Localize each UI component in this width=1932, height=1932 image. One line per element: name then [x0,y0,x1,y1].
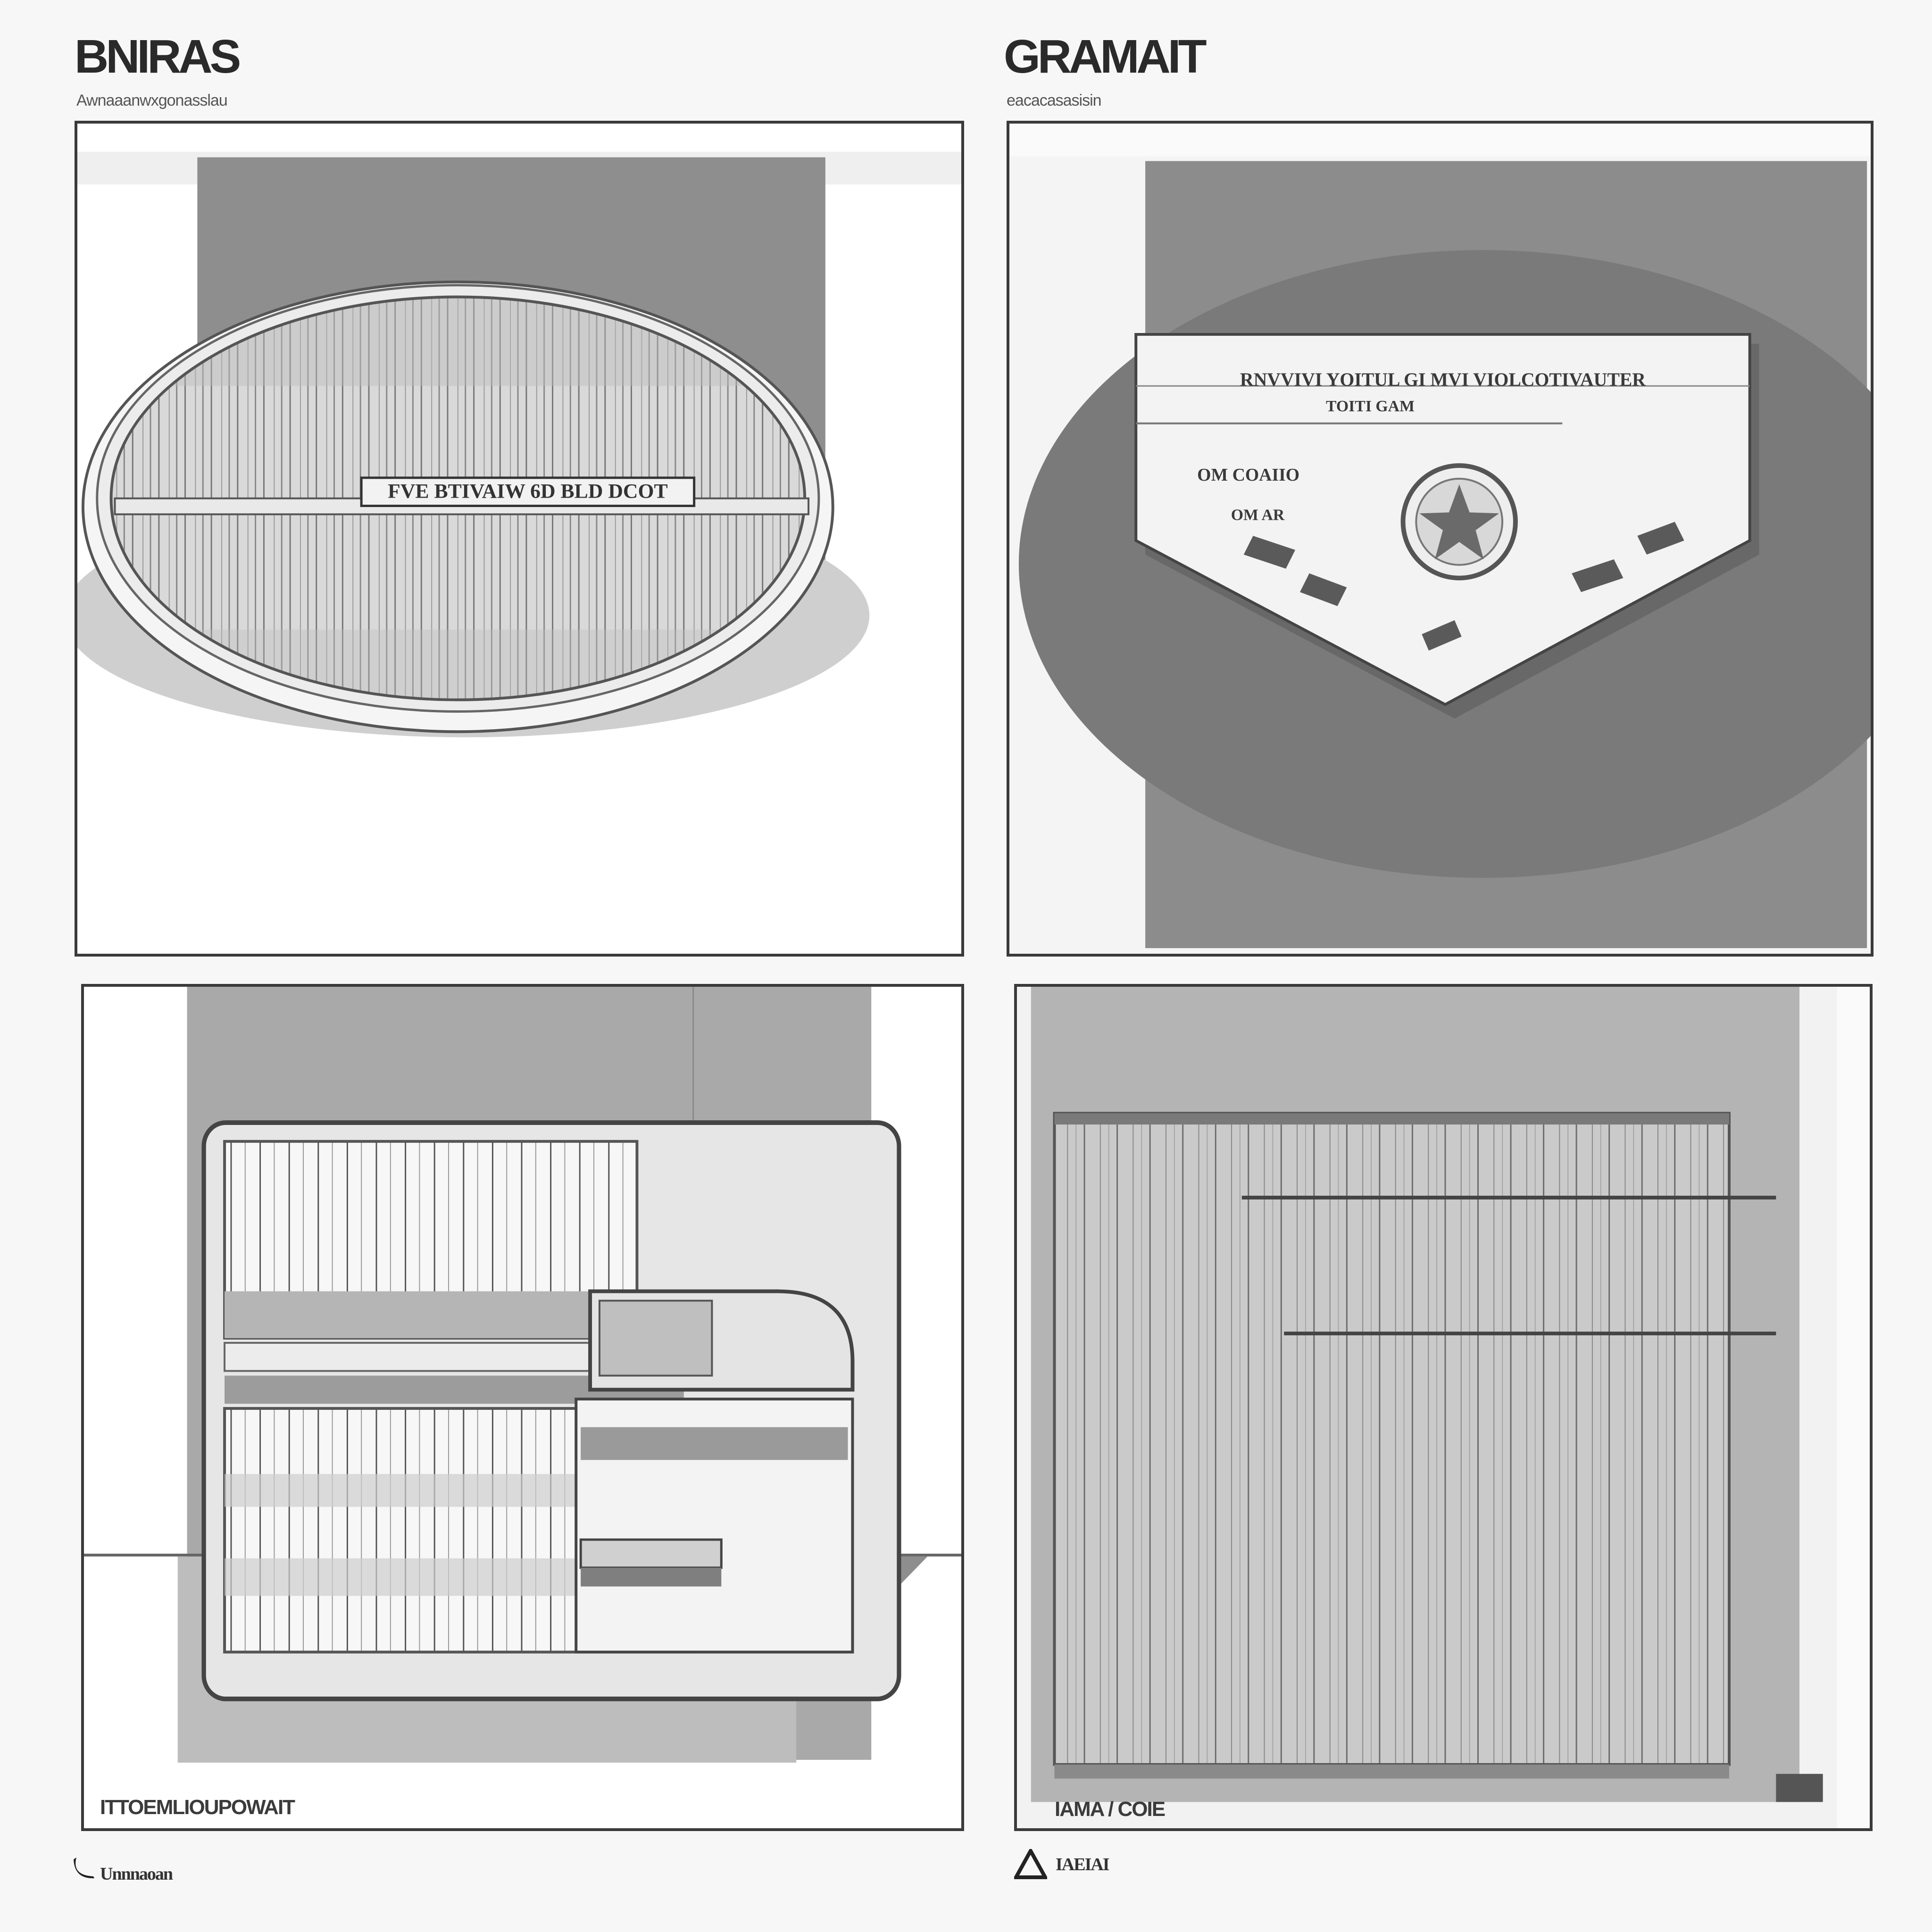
crescent-icon [73,1855,97,1879]
footer-right-caption: IAEIAI [1056,1855,1110,1874]
left-column-subcaption: Awnaaanwxgonasslau [76,92,228,109]
oval-illustration: FVE BTIVAIW 6D BLD DCOT [77,151,961,738]
banner-line-4: OM AR [1231,506,1285,524]
oval-illustration-panel: FVE BTIVAIW 6D BLD DCOT [75,121,964,957]
floorplan-illustration [84,987,961,1828]
footer-left-caption: Unnnaoan [100,1864,173,1884]
slats-illustration-panel: IAMA / COIE [1014,984,1873,1831]
banner-illustration-panel: RNVVIVI YOITUL GI MVI VIOLCOTIVAUTER TOI… [1007,121,1874,957]
floorplan-caption: ITTOEMLIOUPOWAIT [100,1796,295,1819]
triangle-icon [1013,1847,1049,1879]
slats-illustration [1017,987,1870,1828]
slats-caption: IAMA / COIE [1055,1798,1166,1821]
banner-line-1: RNVVIVI YOITUL GI MVI VIOLCOTIVAUTER [1240,369,1646,390]
right-column-heading: GRAMAIT [1004,30,1207,83]
oval-label: FVE BTIVAIW 6D BLD DCOT [388,480,667,503]
floorplan-illustration-panel: ITTOEMLIOUPOWAIT [81,984,964,1831]
right-column-subcaption: eacacasasisin [1007,92,1102,109]
banner-line-2: TOITI GAM [1326,398,1415,415]
banner-line-3: OM COAIIO [1197,465,1299,485]
star-emblem-icon [1400,463,1518,581]
left-column-heading: BNIRAS [75,30,241,83]
banner-illustration: RNVVIVI YOITUL GI MVI VIOLCOTIVAUTER TOI… [1009,124,1871,954]
